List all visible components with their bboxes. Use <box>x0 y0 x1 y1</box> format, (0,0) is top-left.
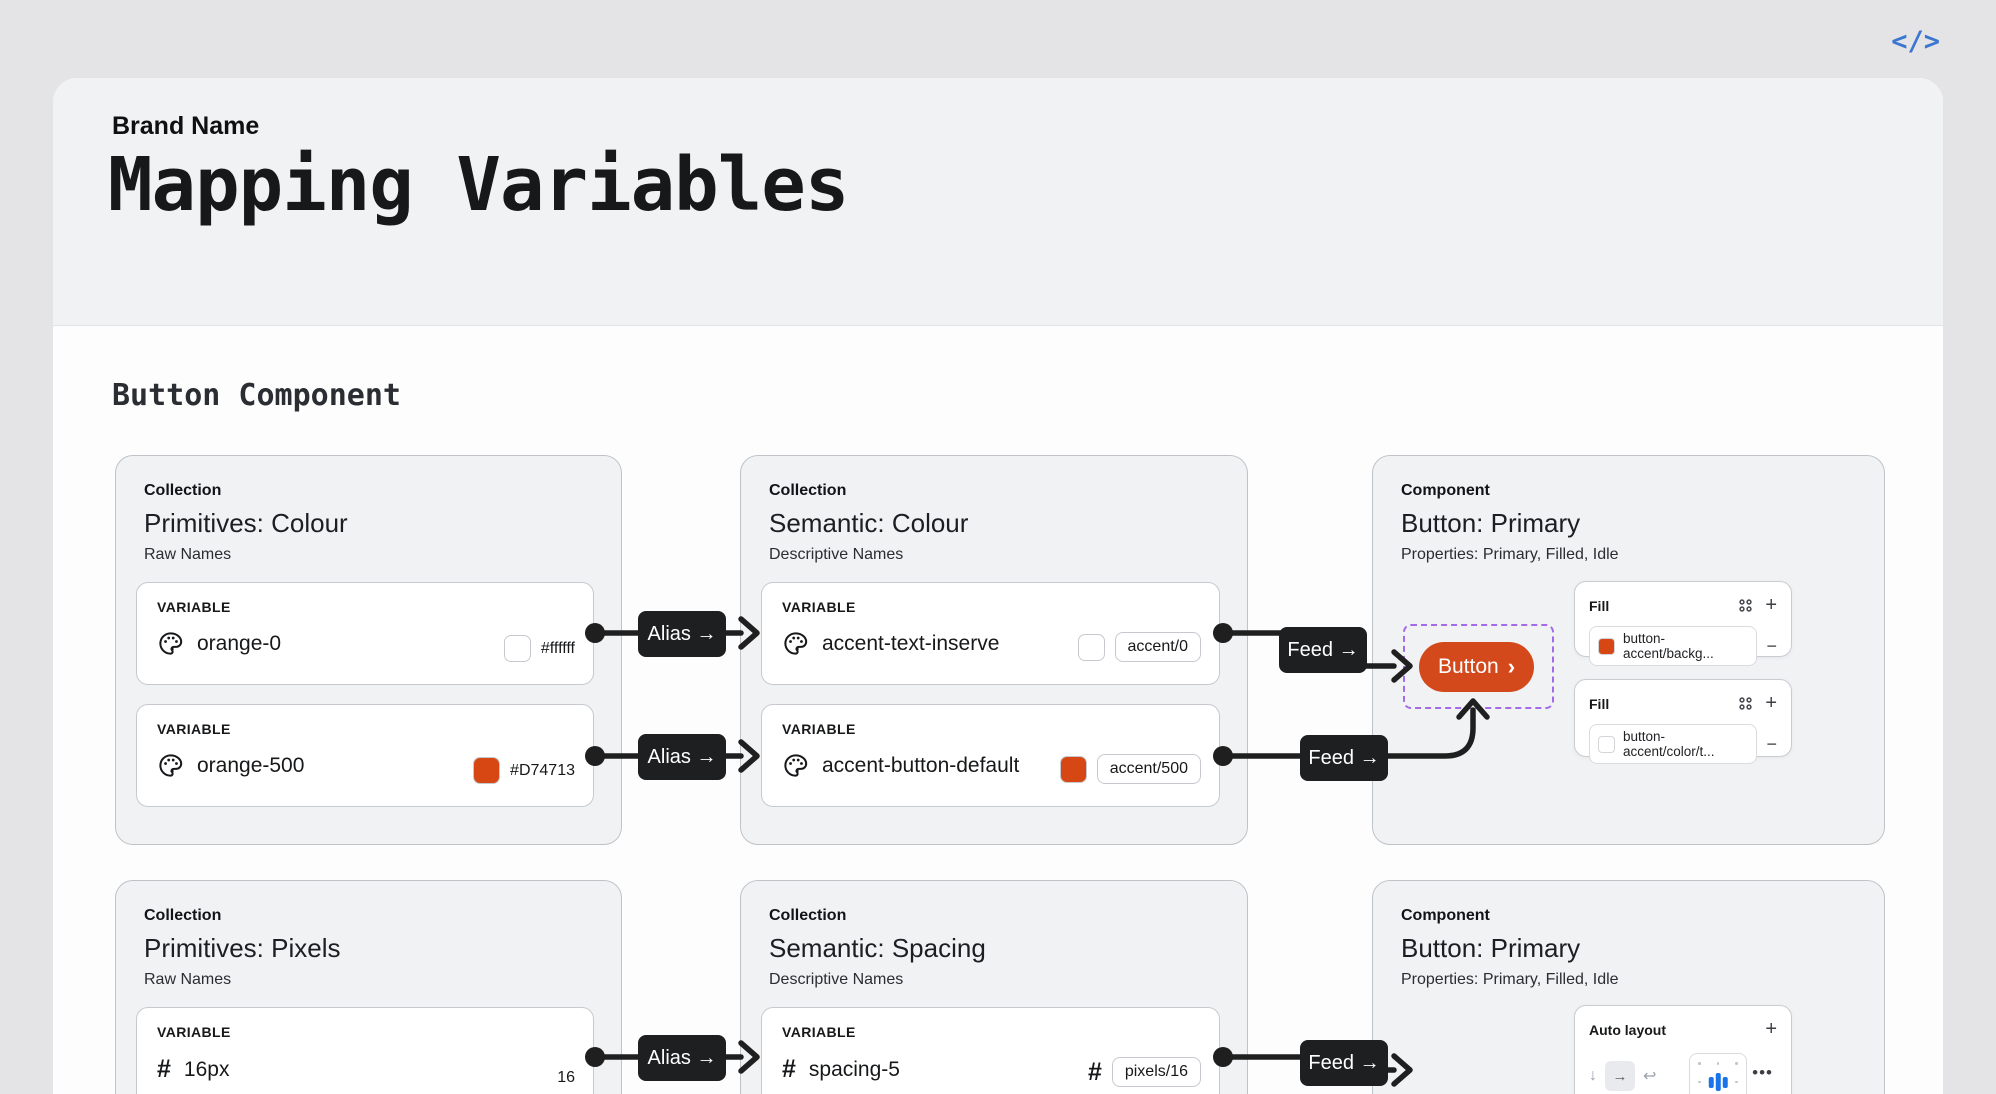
card-subtitle: Descriptive Names <box>769 546 904 563</box>
alignment-grid[interactable] <box>1689 1053 1747 1094</box>
number-icon: # <box>782 1055 796 1083</box>
card-component-button-top: Component Button: Primary Properties: Pr… <box>1372 455 1885 845</box>
card-title: Button: Primary <box>1401 508 1581 538</box>
document-canvas: Brand Name Mapping Variables Button Comp… <box>53 78 1943 1094</box>
alias-chip: accent/500 <box>1096 754 1201 784</box>
card-title: Semantic: Spacing <box>769 933 986 963</box>
alias-connector-label: Alias → <box>638 1035 726 1081</box>
card-subtitle: Properties: Primary, Filled, Idle <box>1401 546 1619 563</box>
hero-banner: Brand Name Mapping Variables <box>53 78 1943 326</box>
feed-connector-label: Feed → <box>1279 627 1367 673</box>
fill-variable-chip[interactable]: button-accent/backg... <box>1589 626 1757 666</box>
auto-layout-panel: Auto layout + ↓ → ↩ ••• <box>1574 1005 1792 1094</box>
alias-chip: pixels/16 <box>1111 1057 1201 1087</box>
variable-row-spacing-5: VARIABLE # spacing-5 # pixels/16 <box>761 1007 1220 1094</box>
card-kind: Collection <box>144 482 222 499</box>
more-options-icon[interactable]: ••• <box>1752 1063 1773 1082</box>
variable-name: accent-button-default <box>822 753 1020 777</box>
palette-icon <box>784 632 808 655</box>
variable-label: VARIABLE <box>157 599 231 615</box>
card-kind: Collection <box>769 907 847 924</box>
card-semantic-colour: Collection Semantic: Colour Descriptive … <box>740 455 1248 845</box>
variable-label: VARIABLE <box>782 721 856 737</box>
variable-row-16px: VARIABLE # 16px 16 <box>136 1007 594 1094</box>
variable-name: orange-500 <box>197 753 305 777</box>
card-kind: Component <box>1401 482 1490 499</box>
palette-icon <box>784 754 808 777</box>
card-kind: Component <box>1401 907 1490 924</box>
card-component-button-bottom: Component Button: Primary Properties: Pr… <box>1372 880 1885 1094</box>
alias-connector-label: Alias → <box>638 734 726 780</box>
card-subtitle: Raw Names <box>144 546 232 563</box>
layout-wrap-icon[interactable]: ↩ <box>1643 1068 1657 1085</box>
variable-name: accent-text-inserve <box>822 631 1000 655</box>
card-primitives-pixels: Collection Primitives: Pixels Raw Names … <box>115 880 622 1094</box>
number-icon: # <box>1087 1057 1102 1086</box>
colour-swatch <box>1059 755 1087 783</box>
auto-layout-title: Auto layout <box>1589 1021 1666 1038</box>
remove-fill-icon[interactable]: − <box>1766 733 1777 754</box>
colour-value: #D74713 <box>510 761 575 779</box>
styles-icon[interactable] <box>1738 696 1753 711</box>
number-value: 16 <box>557 1069 575 1086</box>
add-fill-icon[interactable]: + <box>1765 594 1777 616</box>
palette-icon <box>159 632 183 655</box>
button-preview-label: Button <box>1437 655 1499 678</box>
fill-variable-name: button-accent/color/t... <box>1623 729 1715 759</box>
layout-vertical-icon[interactable]: ↓ <box>1589 1067 1597 1084</box>
card-kind: Collection <box>769 482 847 499</box>
colour-swatch <box>473 757 501 784</box>
fill-swatch <box>1598 735 1615 753</box>
section-heading: Button Component <box>112 378 401 413</box>
fill-swatch <box>1598 637 1615 655</box>
alias-chip: accent/0 <box>1114 632 1201 662</box>
variable-label: VARIABLE <box>157 721 231 737</box>
remove-fill-icon[interactable]: − <box>1766 635 1777 656</box>
card-title: Button: Primary <box>1401 933 1581 963</box>
fill-variable-name: button-accent/backg... <box>1623 631 1714 661</box>
fill-panel-text-colour: Fill + button-accent/color/t... − <box>1574 679 1792 764</box>
card-subtitle: Raw Names <box>144 971 232 988</box>
number-icon: # <box>157 1055 171 1083</box>
card-title: Semantic: Colour <box>769 508 969 538</box>
styles-icon[interactable] <box>1738 598 1753 613</box>
button-preview[interactable]: Button › <box>1419 642 1534 692</box>
add-auto-layout-icon[interactable]: + <box>1765 1018 1777 1040</box>
card-subtitle: Descriptive Names <box>769 971 904 988</box>
fill-panel-background: Fill + button-accent/backg... − <box>1574 581 1792 666</box>
align-center-icon <box>1708 1073 1728 1091</box>
feed-connector-label: Feed → <box>1300 1040 1388 1086</box>
add-fill-icon[interactable]: + <box>1765 692 1777 714</box>
card-kind: Collection <box>144 907 222 924</box>
colour-swatch <box>1077 633 1105 661</box>
variable-name: 16px <box>183 1057 230 1081</box>
fill-panel-title: Fill <box>1589 695 1610 712</box>
variable-row-accent-button-default: VARIABLE accent-button-default accent/50… <box>761 704 1220 807</box>
feed-connector-label: Feed → <box>1300 735 1388 781</box>
card-semantic-spacing: Collection Semantic: Spacing Descriptive… <box>740 880 1248 1094</box>
colour-swatch <box>503 635 531 662</box>
variable-label: VARIABLE <box>782 1024 856 1040</box>
variable-name: orange-0 <box>197 631 282 655</box>
card-subtitle: Properties: Primary, Filled, Idle <box>1401 971 1619 988</box>
code-view-icon[interactable]: </> <box>1891 26 1940 57</box>
card-title: Primitives: Pixels <box>144 933 341 963</box>
card-primitives-colour: Collection Primitives: Colour Raw Names … <box>115 455 622 845</box>
card-title: Primitives: Colour <box>144 508 348 538</box>
palette-icon <box>159 754 183 777</box>
variable-row-orange-0: VARIABLE orange-0 #ffffff <box>136 582 594 685</box>
colour-value: #ffffff <box>540 639 575 657</box>
alias-connector-label: Alias → <box>638 611 726 657</box>
variable-name: spacing-5 <box>808 1057 900 1081</box>
variable-label: VARIABLE <box>782 599 856 615</box>
chevron-right-icon: › <box>1507 654 1516 679</box>
page-title: Mapping Variables <box>108 142 849 228</box>
variable-row-orange-500: VARIABLE orange-500 #D74713 <box>136 704 594 807</box>
fill-panel-title: Fill <box>1589 597 1610 614</box>
brand-name: Brand Name <box>112 112 260 140</box>
layout-horizontal-icon[interactable]: → <box>1605 1061 1635 1091</box>
variable-label: VARIABLE <box>157 1024 231 1040</box>
variable-row-accent-text-inserve: VARIABLE accent-text-inserve accent/0 <box>761 582 1220 685</box>
fill-variable-chip[interactable]: button-accent/color/t... <box>1589 724 1757 764</box>
